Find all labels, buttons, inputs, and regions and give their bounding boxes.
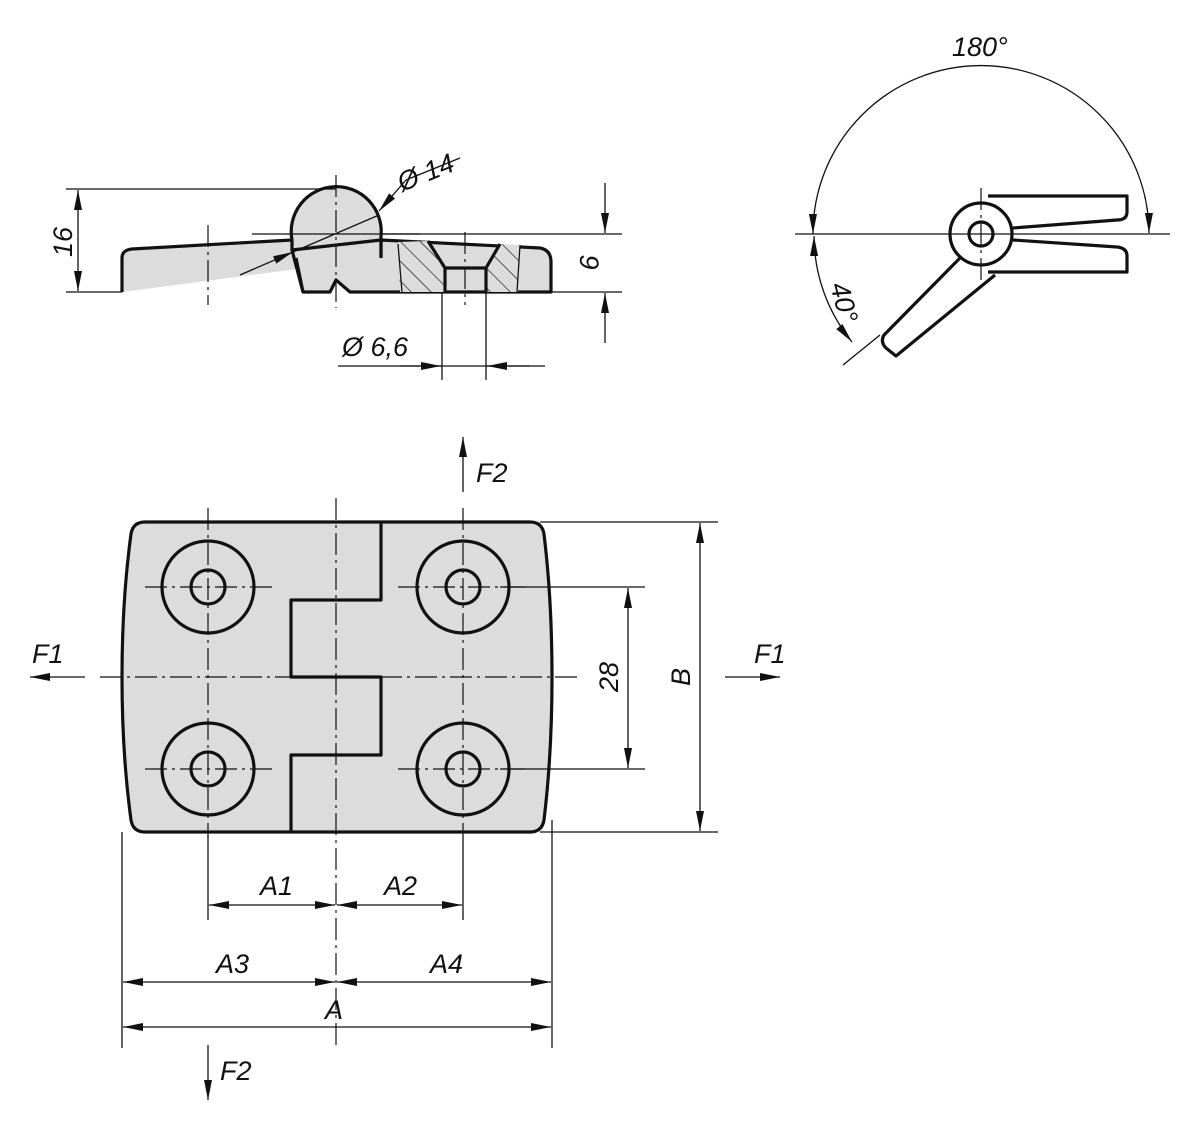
section-hatch: [398, 241, 520, 292]
back-angle-label: 40°: [824, 279, 864, 326]
a2-label: A2: [382, 871, 417, 901]
side-view: 16 9 Ø 14 Ø 6,6: [48, 148, 622, 380]
force-f1-left-label: F1: [32, 639, 64, 669]
force-f2-bottom-label: F2: [220, 1056, 252, 1086]
a4-label: A4: [428, 949, 463, 979]
force-f2-top-label: F2: [476, 458, 508, 488]
upper-leaf: [988, 194, 1129, 230]
angled-leaf: [880, 256, 997, 358]
thickness-dimension-label: 9: [574, 254, 604, 269]
force-f1-right-label: F1: [754, 639, 786, 669]
lower-leaf: [988, 238, 1129, 274]
pin-hole: [967, 220, 995, 248]
rotation-view: 180° 40°: [795, 32, 1170, 366]
hole-diameter-label: Ø 6,6: [341, 332, 409, 362]
hole-spacing-label: 28: [594, 662, 624, 693]
height-dimension-label: 16: [48, 226, 78, 257]
knuckle-diameter-label: Ø 14: [392, 148, 458, 198]
a3-label: A3: [214, 949, 249, 979]
open-angle-label: 180°: [952, 32, 1008, 62]
a1-label: A1: [258, 871, 293, 901]
a-label: A: [323, 995, 343, 1025]
top-view: 28 B F1 F1 F2 F2 A1 A2 A3 A4 A: [30, 437, 786, 1100]
width-b-label: B: [666, 668, 696, 686]
